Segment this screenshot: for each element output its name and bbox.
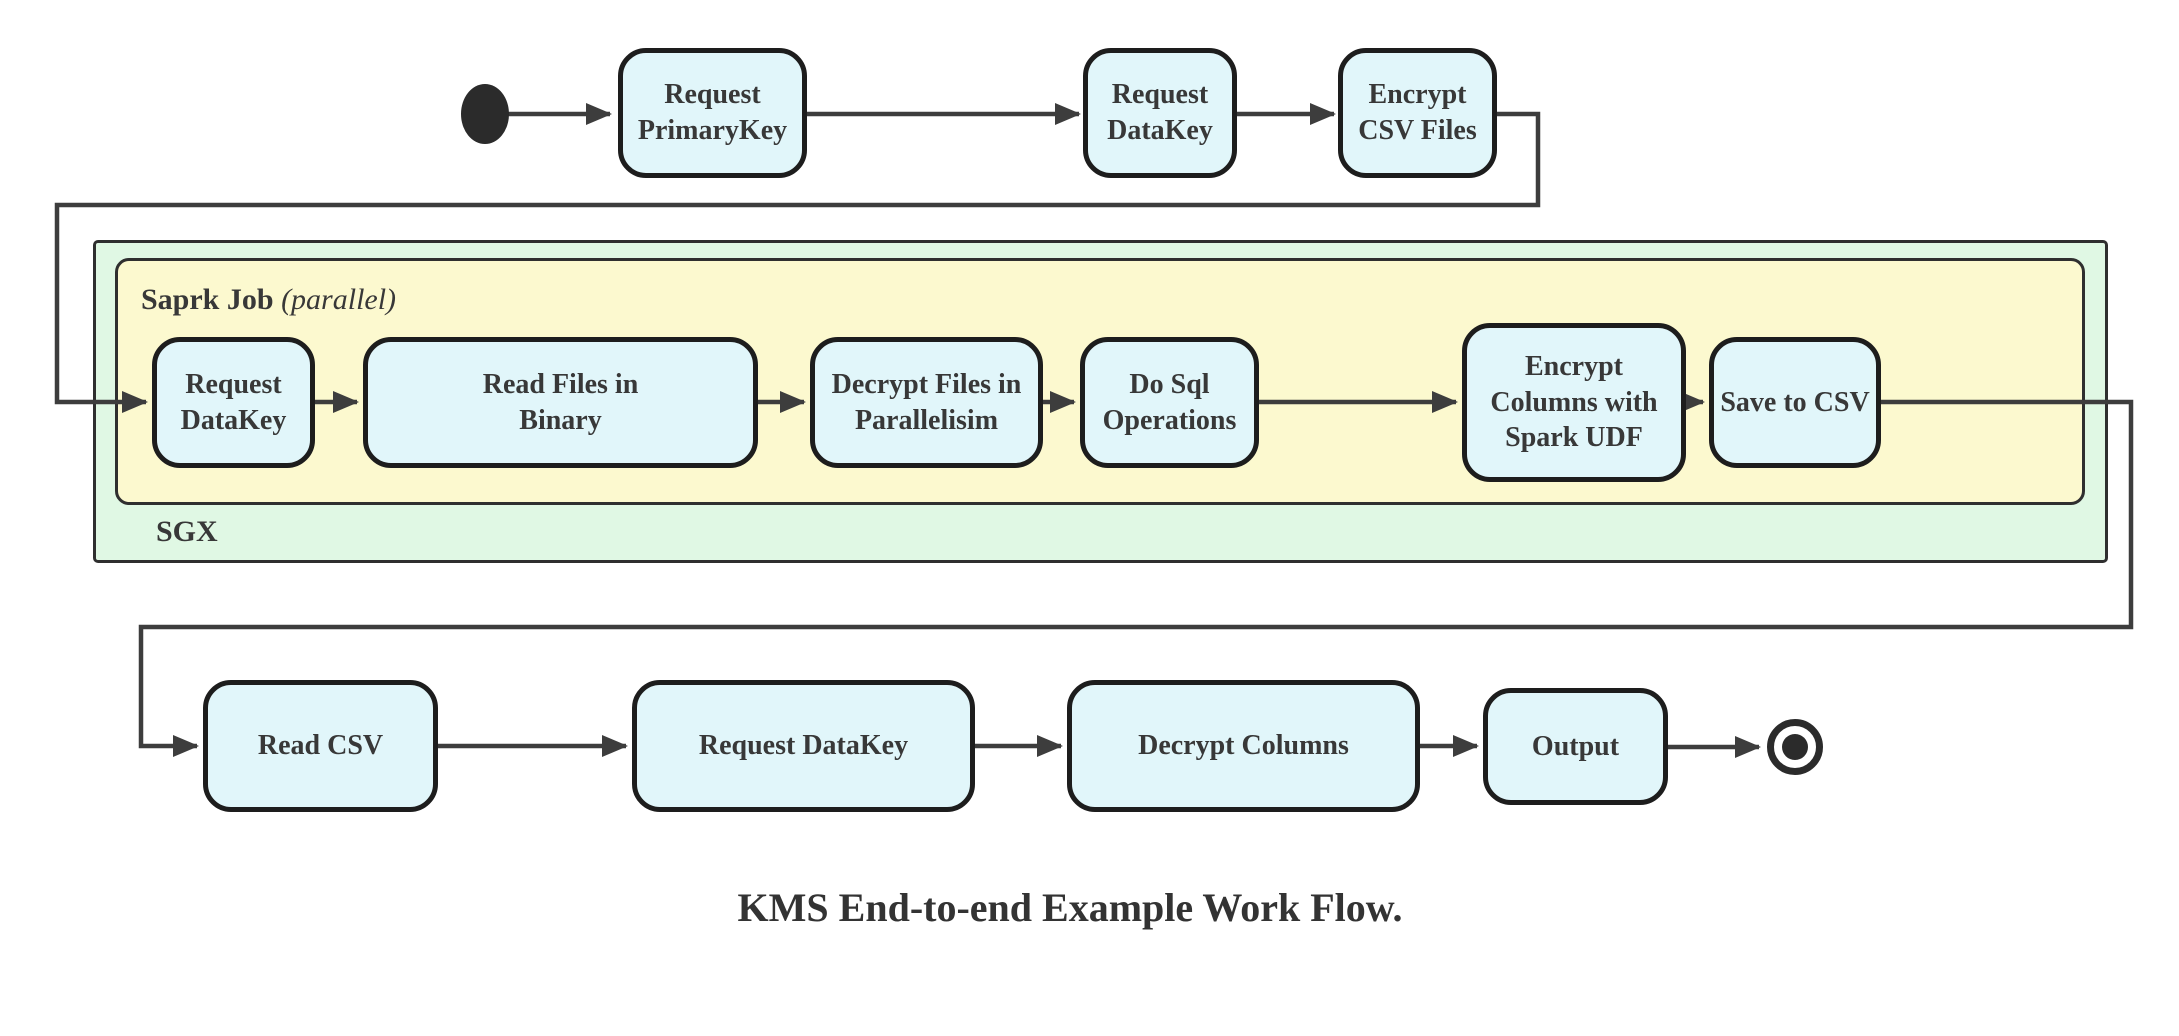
- node-read-files-in-binary: Read Files in Binary: [363, 337, 758, 468]
- node-encrypt-csv-files: Encrypt CSV Files: [1338, 48, 1497, 178]
- node-request-datakey-client: Request DataKey: [632, 680, 975, 812]
- node-encrypt-columns-with-spark-udf: Encrypt Columns with Spark UDF: [1462, 323, 1686, 482]
- node-decrypt-files-in-parallelisim: Decrypt Files in Parallelisim: [810, 337, 1043, 468]
- node-request-datakey-sgx: Request DataKey: [152, 337, 315, 468]
- node-do-sql-operations: Do Sql Operations: [1080, 337, 1259, 468]
- start-node-icon: [461, 84, 509, 144]
- diagram-caption: KMS End-to-end Example Work Flow.: [737, 885, 1403, 930]
- end-node-icon: [1767, 719, 1823, 775]
- node-output: Output: [1483, 688, 1668, 805]
- spark-job-qualifier: (parallel): [281, 283, 397, 316]
- edge-encrypt-csv-files-to-sgx-request-datakey: [54, 111, 1541, 413]
- spark-job-label-text: Saprk Job: [141, 283, 274, 316]
- node-read-csv: Read CSV: [203, 680, 438, 812]
- edge-save-csv-to-read-csv: [138, 399, 2134, 757]
- node-request-primarykey: Request PrimaryKey: [618, 48, 807, 178]
- node-save-to-csv: Save to CSV: [1709, 337, 1881, 468]
- sgx-label: SGX: [156, 515, 218, 548]
- spark-job-label: Saprk Job (parallel): [141, 283, 396, 317]
- node-request-datakey-top: Request DataKey: [1083, 48, 1237, 178]
- end-node-dot-icon: [1782, 734, 1808, 760]
- node-decrypt-columns: Decrypt Columns: [1067, 680, 1420, 812]
